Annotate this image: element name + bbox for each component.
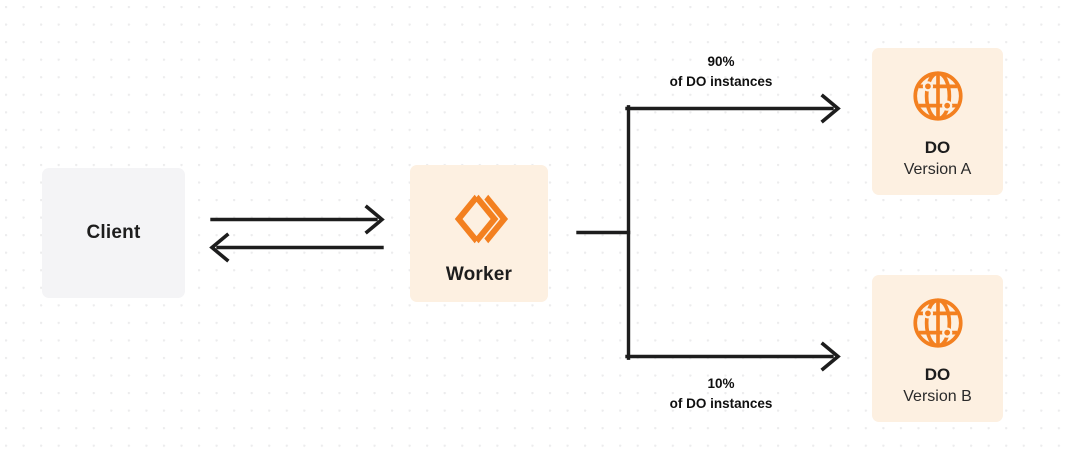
edge-worker-to-do-b-arrowhead [820,341,841,372]
edge-worker-split-trunk [576,105,631,360]
edge-label-do-a-percent: 90% [707,54,735,69]
edge-label-do-b: 10% of DO instances [632,374,810,414]
edge-label-do-a-detail: of DO instances [669,73,773,89]
node-client-label: Client [86,222,141,243]
cloudflare-workers-icon [448,188,510,250]
edge-label-do-a: 90% of DO instances [632,52,810,92]
node-worker: Worker [410,165,548,302]
node-do-version-a-label: DO [924,137,951,157]
edge-label-do-b-percent: 10% [707,376,735,391]
node-client: Client [42,168,185,298]
edge-worker-to-do-a-arrowhead [820,93,841,124]
edge-worker-to-client-arrowhead [209,232,230,263]
node-do-version-b-sublabel: Version B [903,387,972,405]
node-do-version-a: DO Version A [872,48,1003,195]
edge-worker-to-do-a [625,93,841,124]
node-worker-label: Worker [445,263,513,285]
node-do-version-b-label: DO [924,364,951,384]
globe-icon [910,68,966,124]
edge-client-to-worker-arrowhead [364,204,385,235]
edge-worker-to-do-b [625,341,841,372]
node-do-version-a-sublabel: Version A [903,160,972,178]
node-do-version-b: DO Version B [872,275,1003,422]
edge-worker-to-client [209,232,384,263]
globe-icon [910,295,966,351]
edge-label-do-b-detail: of DO instances [669,395,773,411]
edge-client-to-worker [210,204,385,235]
